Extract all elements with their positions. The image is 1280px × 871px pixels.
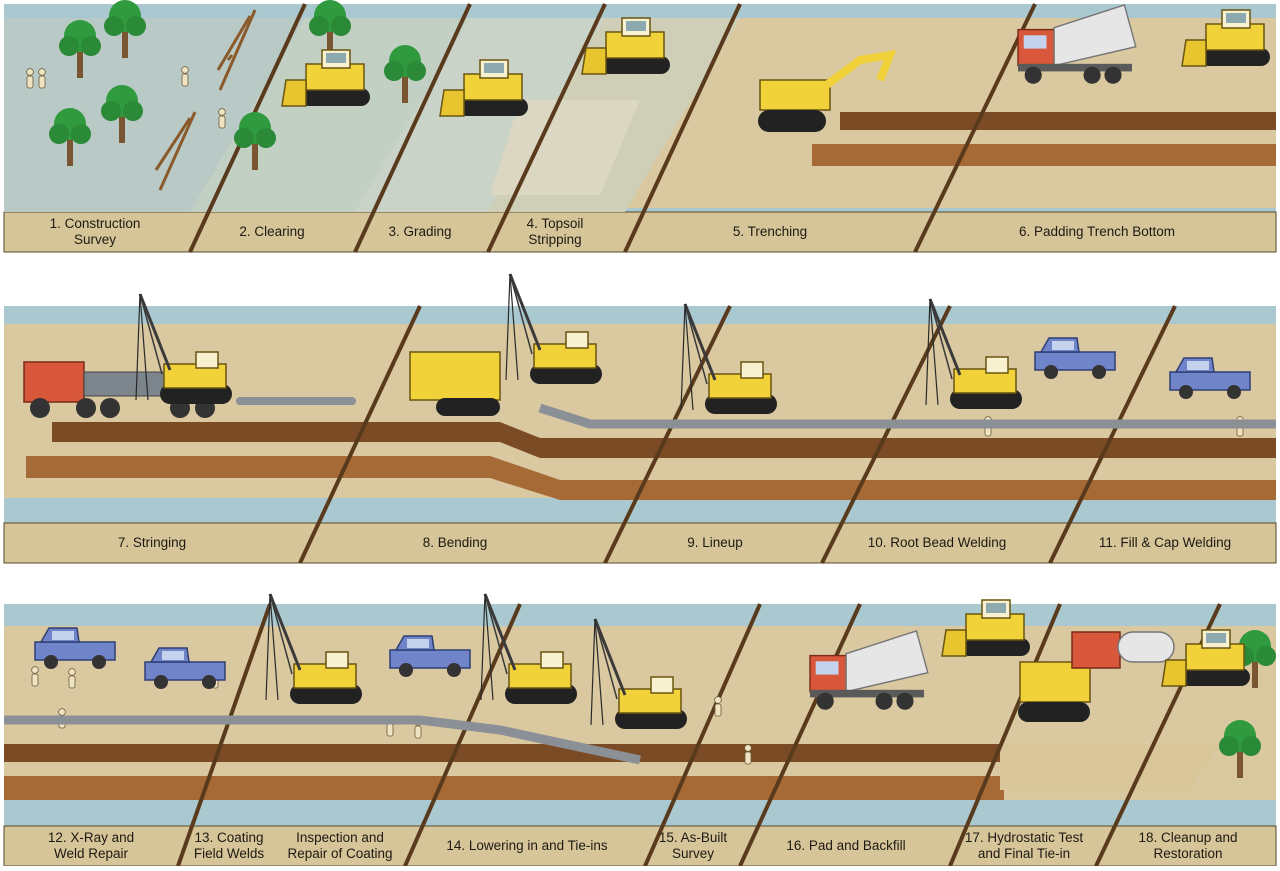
pipeline-string — [538, 403, 1276, 429]
tanker-truck-icon — [1071, 631, 1121, 669]
stage-label-trenching: 5. Trenching — [732, 224, 808, 239]
stage-label-lowering-in-tie-ins: 14. Lowering in and Tie-ins — [446, 838, 608, 853]
truck-icon — [23, 361, 85, 403]
label-strip — [3, 825, 1277, 867]
phase-divider — [948, 603, 1062, 867]
lower-edge-band — [4, 498, 1276, 523]
stage-label-hydrostatic-test: 17. Hydrostatic Test and Final Tie-in — [964, 830, 1084, 861]
stage-label-as-built-survey: 15. As-Built Survey — [658, 830, 728, 861]
fence-icon — [154, 111, 197, 191]
pipe-joint — [236, 397, 356, 405]
lower-edge-band — [4, 208, 1276, 212]
bending-machine-icon — [409, 351, 501, 401]
phase-divider — [1048, 305, 1177, 564]
excavator-track — [758, 110, 826, 132]
worker-icon — [714, 696, 722, 717]
worker-icon — [181, 66, 189, 87]
stage-label-bending: 8. Bending — [422, 535, 488, 550]
worker-icon — [744, 744, 752, 765]
phase-divider — [176, 603, 272, 867]
stage-label-clearing: 2. Clearing — [239, 224, 305, 239]
excavator-icon — [759, 79, 831, 111]
spoil-pile-row3 — [4, 776, 1004, 800]
worker-icon — [218, 108, 226, 129]
phase-divider — [643, 603, 762, 867]
phase-divider — [913, 3, 1037, 253]
label-strip — [3, 211, 1277, 253]
phase-divider — [298, 305, 422, 564]
stage-label-padding-trench-bottom: 6. Padding Trench Bottom — [1018, 224, 1176, 239]
wheel — [76, 398, 96, 418]
worker-icon — [68, 668, 76, 689]
phase-divider — [603, 305, 732, 564]
phase-divider — [738, 603, 862, 867]
stage-label-xray-weld-repair: 12. X-Ray and Weld Repair — [47, 830, 135, 861]
stage-label-coating-field-welds: 13. Coating Field Welds — [193, 830, 265, 861]
water-tank — [1117, 631, 1175, 663]
stage-label-grading: 3. Grading — [388, 224, 452, 239]
trench-row1 — [840, 112, 1276, 130]
pipeline-lowering — [4, 715, 641, 765]
sky-band — [4, 4, 1276, 18]
stage-label-cleanup-restoration: 18. Cleanup and Restoration — [1138, 830, 1238, 861]
lower-edge-band — [4, 800, 1276, 826]
excavator-arm — [817, 49, 897, 94]
backhoe-track — [1018, 702, 1090, 722]
fence-icon — [216, 9, 257, 91]
backfilled-area — [1000, 744, 1220, 790]
phase-divider — [486, 3, 607, 253]
sky-band — [4, 604, 1276, 626]
worker-icon — [31, 666, 39, 687]
wheel — [30, 398, 50, 418]
sky-band — [4, 306, 1276, 324]
wheel — [100, 398, 120, 418]
stage-label-lineup: 9. Lineup — [687, 535, 743, 550]
stage-label-inspection-repair-coating: Inspection and Repair of Coating — [287, 830, 393, 861]
spoil-pile-row1 — [812, 144, 1276, 166]
stage-label-construction-survey: 1. Construction Survey — [49, 216, 141, 247]
stage-label-stringing: 7. Stringing — [117, 535, 187, 550]
stage-label-fill-cap-welding: 11. Fill & Cap Welding — [1098, 535, 1232, 550]
bending-machine-track — [436, 398, 500, 416]
phase-divider — [403, 603, 522, 867]
stage-label-pad-and-backfill: 16. Pad and Backfill — [786, 838, 906, 853]
stage-label-topsoil-stripping: 4. Topsoil Stripping — [526, 216, 584, 247]
phase-divider — [353, 3, 472, 253]
spoil-pile-row2 — [26, 456, 1276, 500]
worker-icon — [26, 68, 34, 89]
worker-icon — [38, 68, 46, 89]
phase-divider — [623, 3, 742, 253]
stage-label-root-bead-welding: 10. Root Bead Welding — [867, 535, 1007, 550]
